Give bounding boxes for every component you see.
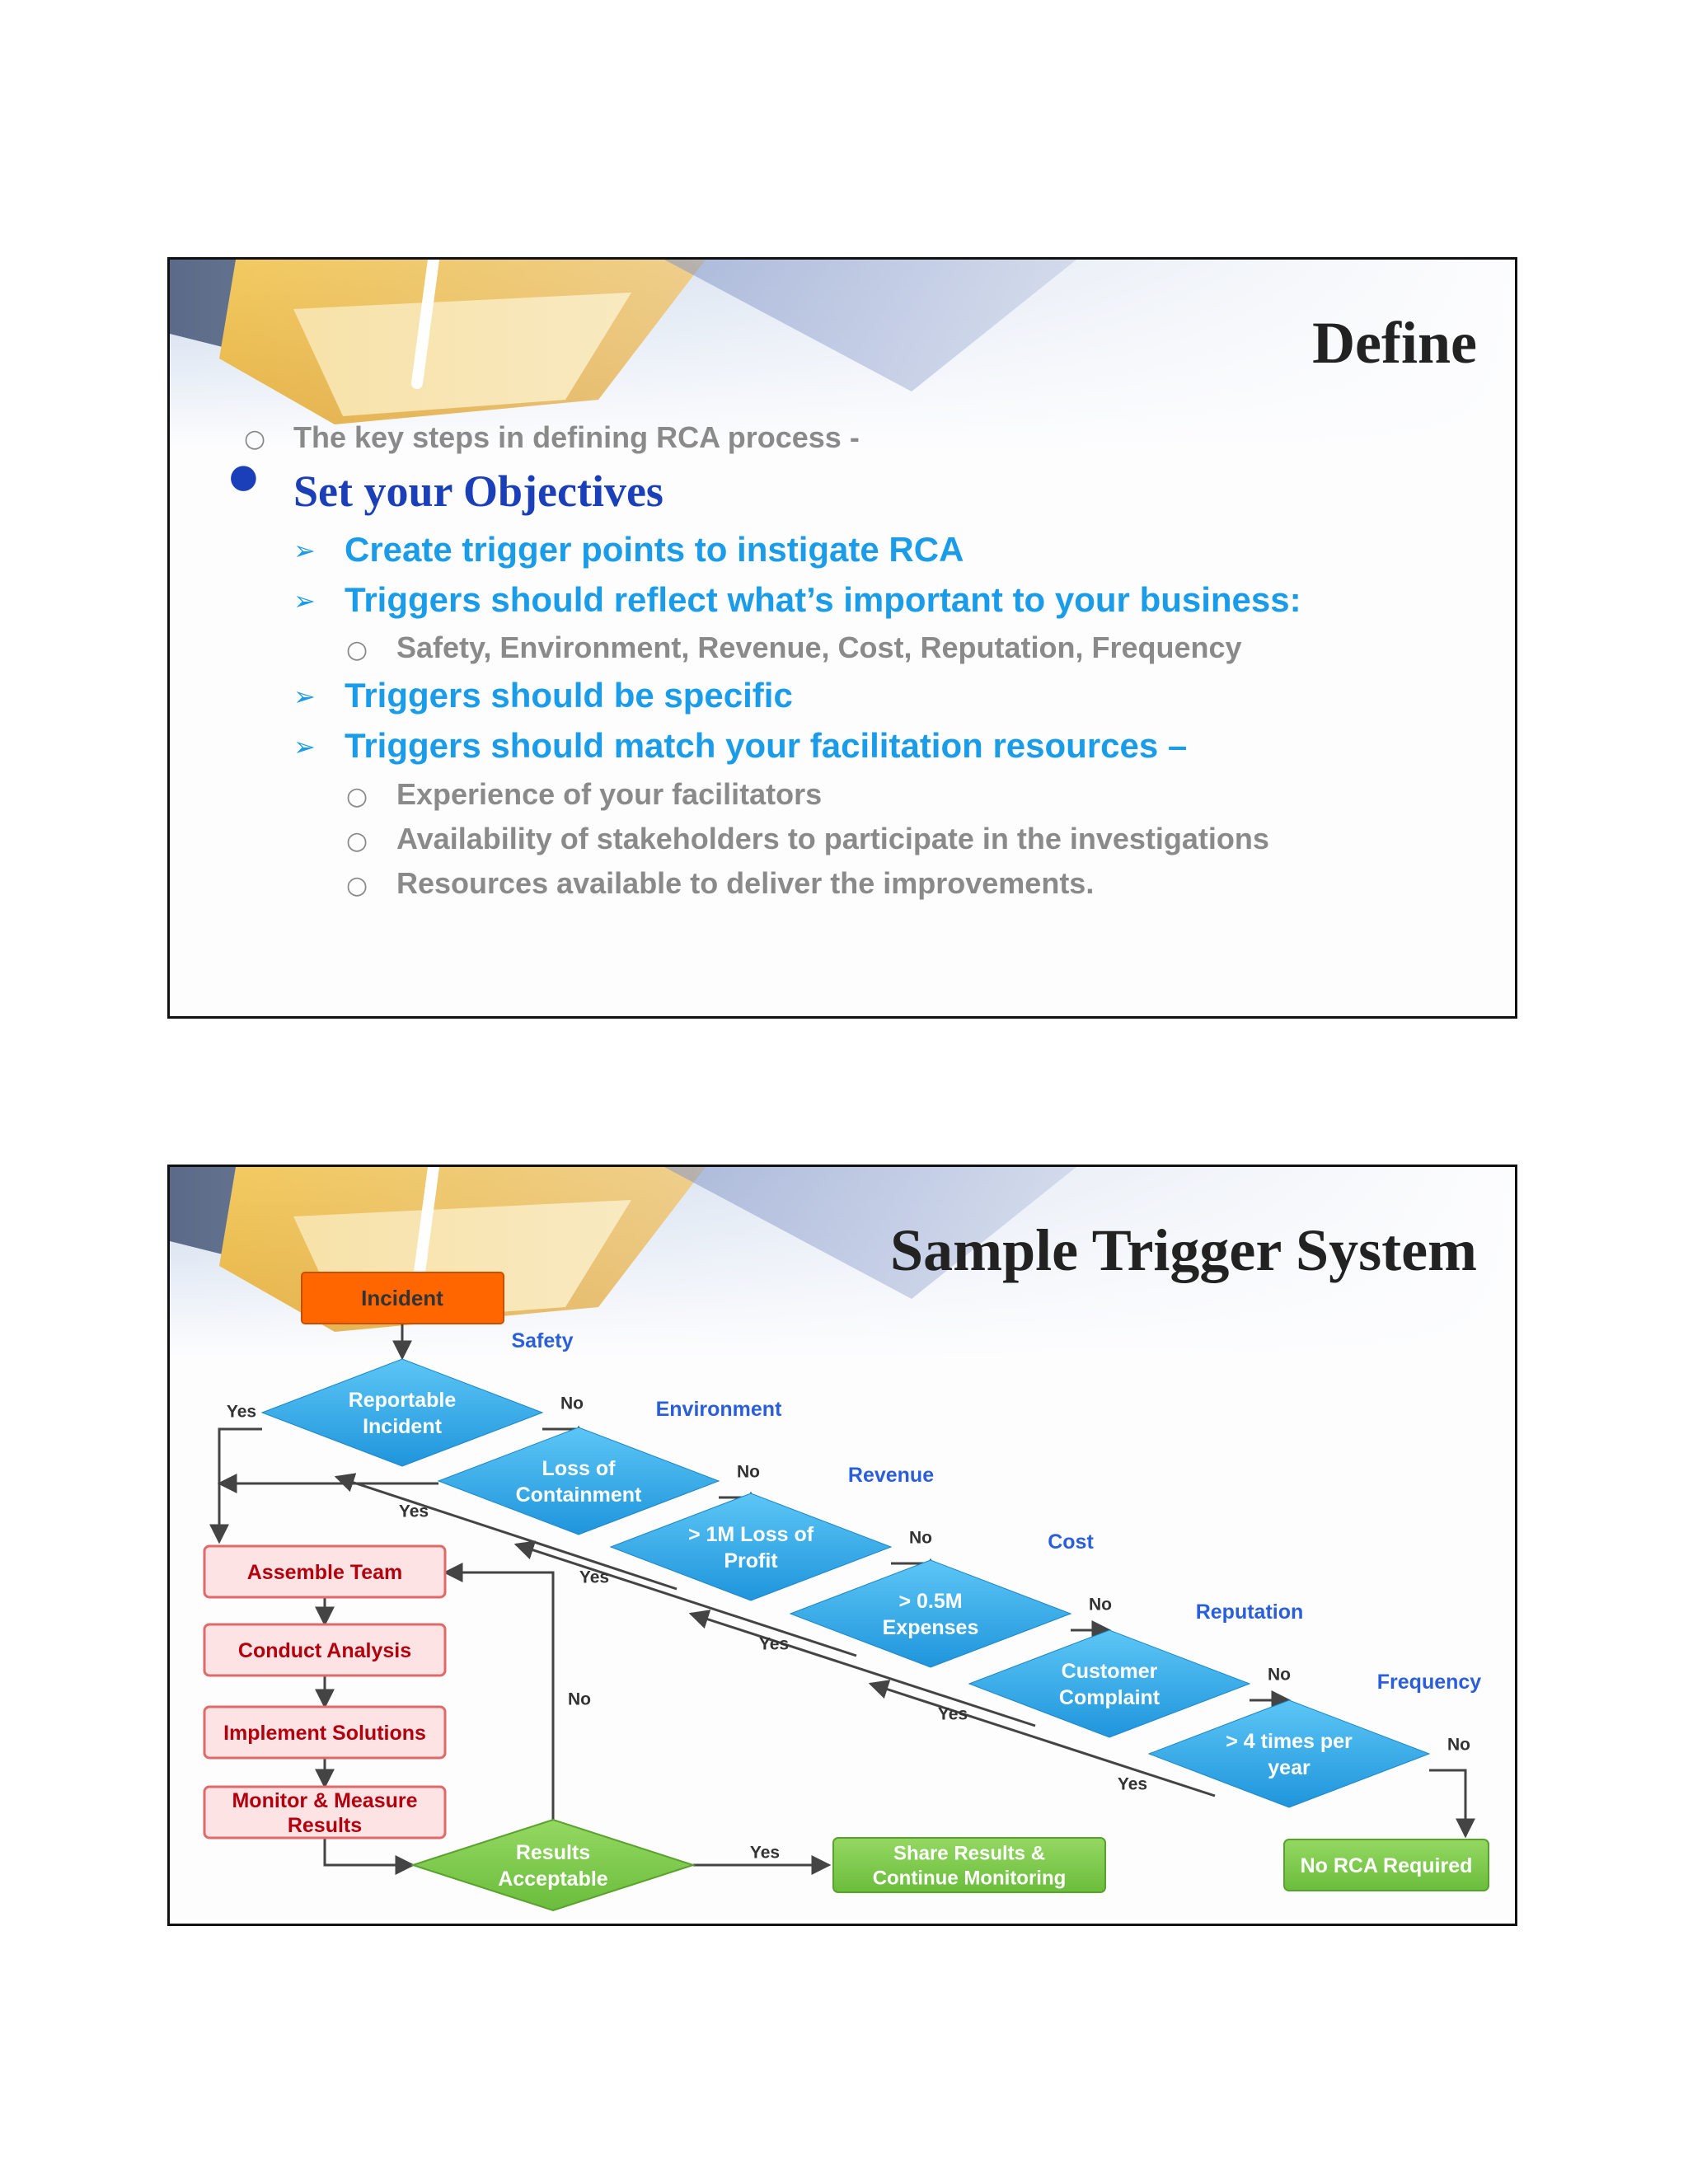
step-label: Conduct Analysis [238,1639,411,1662]
yes-label: Yes [399,1502,429,1521]
incident-box [301,1272,504,1324]
step-box [203,1705,447,1760]
category-label: Reputation [1196,1601,1304,1624]
slide-title: Sample Trigger System [890,1217,1477,1283]
arrow-bullet-icon: ➢ [293,681,316,712]
banner-photo [170,260,1515,449]
yes-label: Yes [938,1704,968,1723]
no-label: No [1447,1735,1470,1754]
circle-bullet-icon: ○ [346,871,368,900]
category-label: Environment [656,1398,782,1421]
yes-arrow [209,1427,262,1544]
slide-banner-image [170,1167,1515,1357]
circle-bullet-icon: ○ [244,424,266,453]
objective-subitem: Safety, Environment, Revenue, Cost, Repu… [396,630,1242,664]
step-box [203,1623,447,1677]
decision-diamond [789,1559,1072,1668]
objective-subitem: Resources available to deliver the impro… [396,866,1095,900]
yes-arrow [334,1473,678,1591]
yes-arrow [688,1610,1036,1727]
results-diamond [410,1818,696,1912]
decision-diamond [260,1358,544,1467]
incident-label: Incident [361,1286,443,1310]
no-label: No [909,1528,932,1547]
no-arrow [1429,1769,1475,1839]
step-box [203,1785,447,1840]
arrow-bullet-icon: ➢ [293,585,316,616]
arrow-bullet-icon: ➢ [293,535,316,566]
circle-bullet-icon: ○ [346,782,368,811]
circle-bullet-icon: ○ [346,635,368,664]
objective-subitem: Availability of stakeholders to particip… [396,822,1269,855]
no-label: No [560,1394,584,1413]
slide-define: Define ○ The key steps in defining RCA p… [167,257,1517,1019]
yes-label: Yes [579,1568,609,1586]
flow-connectors [209,1324,1475,1875]
decision-diamond [437,1427,720,1535]
category-label: Cost [1048,1530,1094,1554]
yes-arrow [868,1680,1216,1797]
no-arrow [443,1563,555,1820]
objective-subitem: Experience of your facilitators [396,777,823,811]
share-box [832,1837,1106,1893]
decision-diamond [1147,1699,1431,1808]
objective-item: Triggers should match your facilitation … [345,726,1188,765]
no-arrow [542,1425,588,1446]
no-label: No [737,1462,760,1481]
yes-label: Yes [750,1843,780,1862]
objective-item: Triggers should reflect what’s important… [345,580,1301,619]
objective-item: Create trigger points to instigate RCA [345,530,964,569]
slide-title: Define [1312,310,1477,376]
decision-diamond [609,1493,893,1601]
monitor-arrow [323,1838,415,1875]
category-label: Revenue [848,1464,934,1487]
yes-arrow [513,1540,857,1657]
yes-label: Yes [1118,1774,1147,1793]
arrow-bullet-icon: ➢ [293,731,316,762]
step-label: Assemble Team [247,1561,403,1584]
category-label: Safety [511,1329,573,1352]
flow-shapes [203,1272,1489,1912]
no-rca-box [1283,1839,1489,1891]
dot-bullet-icon: ● [229,457,258,495]
no-label: No [568,1690,591,1708]
no-label: No [1268,1665,1291,1684]
objectives-heading: Set your Objectives [293,466,663,516]
intro-text: The key steps in defining RCA process - [293,420,860,454]
slide-banner-image [170,260,1515,449]
decision-diamond [968,1629,1251,1738]
yes-label: Yes [759,1634,789,1653]
share-label: Share Results &Continue Monitoring [873,1842,1067,1889]
yes-label: Yes [227,1402,256,1421]
step-label: Implement Solutions [223,1722,426,1745]
circle-bullet-icon: ○ [346,827,368,855]
category-label: Frequency [1377,1671,1482,1694]
objective-item: Triggers should be specific [345,676,793,715]
step-box [203,1544,447,1599]
no-rca-label: No RCA Required [1301,1854,1473,1877]
no-label: No [1089,1595,1112,1614]
